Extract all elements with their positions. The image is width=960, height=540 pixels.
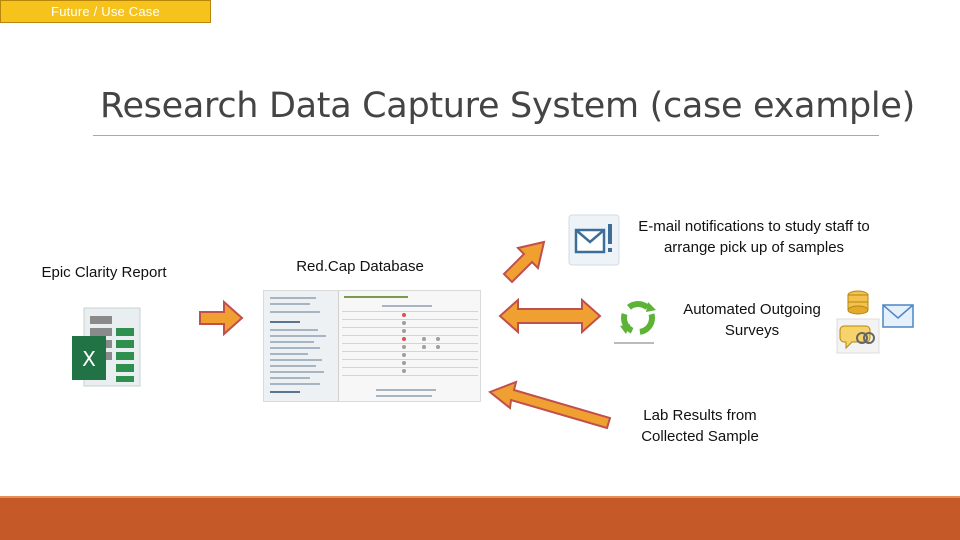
redcap-database-label: Red.Cap Database: [296, 258, 424, 275]
redcap-event-grid: [342, 311, 478, 376]
arrow-to-database: [199, 299, 244, 337]
lab-results-label: Lab Results from Collected Sample: [641, 407, 759, 445]
footer-accent-line: [0, 496, 960, 498]
email-alert-icon: [568, 214, 620, 266]
arrow-database-surveys: [498, 297, 602, 335]
slide-tag: Future / Use Case: [0, 0, 211, 23]
arrow-from-lab: [488, 380, 612, 430]
svg-text:X: X: [82, 347, 96, 371]
redcap-screenshot: [263, 290, 481, 402]
chat-link-icon: [836, 318, 880, 354]
database-icon: [847, 290, 869, 315]
redcap-sidebar: [264, 291, 339, 401]
title-divider: [93, 135, 879, 136]
arrow-to-email: [502, 240, 546, 284]
envelope-icon: [882, 304, 914, 328]
slide-title: Research Data Capture System (case examp…: [100, 86, 915, 126]
automated-surveys-label: Automated Outgoing Surveys: [683, 301, 821, 339]
refresh-cycle-icon: [614, 301, 656, 344]
footer-band: [0, 498, 960, 540]
epic-clarity-label: Epic Clarity Report: [41, 264, 167, 281]
excel-icon: X: [72, 307, 141, 387]
email-notification-label: E-mail notifications to study staff to a…: [638, 218, 870, 256]
